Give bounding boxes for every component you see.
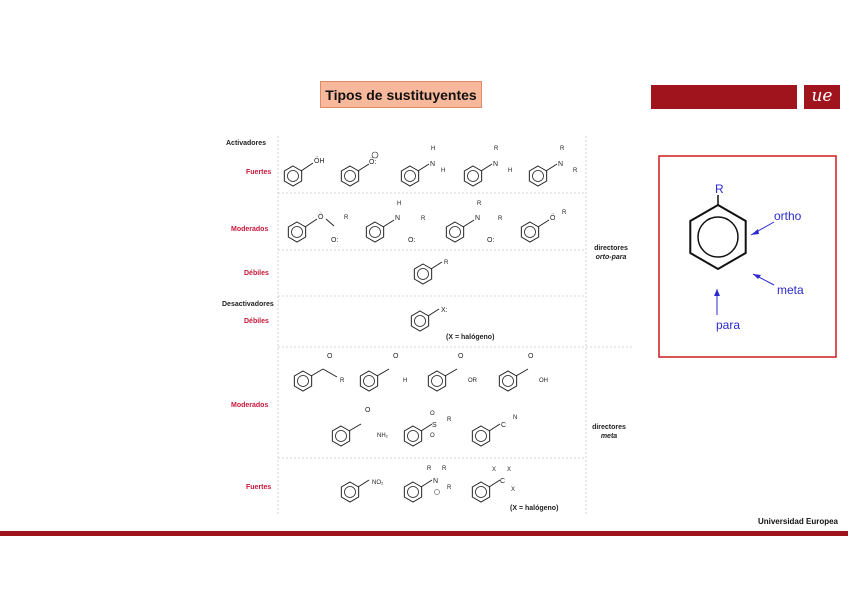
svg-text:X: X <box>507 467 511 473</box>
svg-text:ÖH: ÖH <box>314 157 325 165</box>
molecule-nitrobenzene: NO₂ <box>340 479 384 503</box>
molecule-phenol: ÖH <box>283 157 325 187</box>
svg-text:O:: O: <box>331 237 338 244</box>
svg-text:R: R <box>562 210 567 216</box>
svg-text:R: R <box>447 417 452 423</box>
molecule-ketone: OR <box>293 353 345 392</box>
svg-text:C: C <box>501 422 506 429</box>
label-desactivadores: Desactivadores <box>222 301 274 308</box>
molecule-benzaldehyde: OH <box>359 353 407 392</box>
slide-title: Tipos de sustituyentes <box>320 81 482 108</box>
svg-text:X: X <box>492 467 496 473</box>
svg-text:N: N <box>475 215 480 222</box>
label-directores-op: directores <box>594 245 628 252</box>
molecule-n-dialkylaniline: N R R <box>528 146 578 187</box>
footer-bar <box>0 531 848 536</box>
brand-bar <box>651 85 797 109</box>
molecule-phenoxide: Ö: <box>340 151 379 187</box>
svg-text:R: R <box>560 146 565 152</box>
svg-text:N: N <box>513 415 517 421</box>
svg-text:S: S <box>432 422 437 429</box>
label-meta: meta <box>600 433 618 440</box>
svg-text:R: R <box>442 466 447 472</box>
svg-text:O: O <box>327 353 333 360</box>
molecule-phenyl-ester: Ö R O: <box>287 213 349 244</box>
label-directores-m: directores <box>592 424 626 431</box>
svg-text:Ö: Ö <box>550 214 556 222</box>
svg-text:R: R <box>427 466 432 472</box>
svg-text:H: H <box>397 201 401 207</box>
svg-text:O: O <box>393 353 399 360</box>
note-halogeno-2: (X = halógeno) <box>510 505 559 512</box>
svg-text:H: H <box>441 168 445 174</box>
molecule-benzoic-acid: O OH <box>498 353 548 392</box>
svg-text:O: O <box>430 433 435 439</box>
molecule-benzonitrile: CN <box>471 415 517 447</box>
label-debiles-activadores: Débiles <box>244 270 269 277</box>
svg-text:O:: O: <box>408 237 415 244</box>
svg-text:C: C <box>500 478 505 485</box>
svg-text:R: R <box>494 146 499 152</box>
note-halogeno-1: (X = halógeno) <box>446 334 495 341</box>
svg-text:R: R <box>447 485 452 491</box>
svg-text:OH: OH <box>539 378 548 384</box>
svg-text:X: X <box>511 487 515 493</box>
label-debiles-desactivadores: Débiles <box>244 318 269 325</box>
svg-text:X:: X: <box>441 307 448 314</box>
molecule-halobenzene: X: <box>410 307 448 332</box>
diagram-r-label: R <box>715 182 724 196</box>
orientation-diagram <box>658 155 837 358</box>
molecule-n-alkylaniline: N R H <box>463 146 512 187</box>
svg-text:R: R <box>477 201 482 207</box>
svg-text:Ö: Ö <box>318 213 324 221</box>
svg-text:R: R <box>340 378 345 384</box>
svg-text:N: N <box>493 161 498 168</box>
svg-text:O: O <box>365 407 371 414</box>
svg-text:O: O <box>528 353 534 360</box>
molecule-sulfone: SO O R <box>403 411 452 447</box>
svg-text:H: H <box>403 378 407 384</box>
footer-university-name: Universidad Europea <box>757 517 838 526</box>
university-logo: ue <box>804 85 840 109</box>
diagram-ortho-label: ortho <box>774 209 802 223</box>
svg-text:O: O <box>430 411 435 417</box>
diagram-para-label: para <box>716 318 741 332</box>
svg-text:R: R <box>498 216 503 222</box>
svg-text:R: R <box>444 260 449 266</box>
svg-text:NH₂: NH₂ <box>377 433 389 439</box>
svg-text:R: R <box>344 215 349 221</box>
label-activadores: Activadores <box>226 140 267 147</box>
molecule-aniline: NHH <box>400 146 445 187</box>
svg-text:O:: O: <box>487 237 494 244</box>
svg-text:R: R <box>421 216 426 222</box>
molecule-n-alkylacetanilide: N R R O: <box>445 201 503 244</box>
label-moderados-activadores: Moderados <box>231 226 269 233</box>
svg-text:H: H <box>508 168 512 174</box>
molecule-acetanilide: N H R O: <box>365 201 426 244</box>
label-orto-para: orto-para <box>595 254 627 261</box>
svg-text:Ö:: Ö: <box>369 158 376 166</box>
label-fuertes-desactivadores: Fuertes <box>246 484 272 491</box>
svg-text:R: R <box>573 168 578 174</box>
svg-text:N: N <box>433 478 438 485</box>
svg-text:O: O <box>458 353 464 360</box>
svg-text:H: H <box>431 146 435 152</box>
molecule-alkylbenzene: R <box>413 260 449 285</box>
svg-text:N: N <box>395 215 400 222</box>
label-moderados-desactivadores: Moderados <box>231 402 269 409</box>
label-fuertes-activadores: Fuertes <box>246 169 272 176</box>
svg-text:N: N <box>430 161 435 168</box>
molecule-benzamide: O NH₂ <box>331 407 389 447</box>
molecule-benzoate-ester: O OR <box>427 353 478 392</box>
molecule-trihalomethyl: CX X X <box>471 467 515 503</box>
svg-text:N: N <box>558 161 563 168</box>
svg-text:NO₂: NO₂ <box>372 480 384 486</box>
svg-text:OR: OR <box>468 378 478 384</box>
molecule-anisole: ÖR <box>520 210 567 243</box>
diagram-meta-label: meta <box>777 283 804 297</box>
